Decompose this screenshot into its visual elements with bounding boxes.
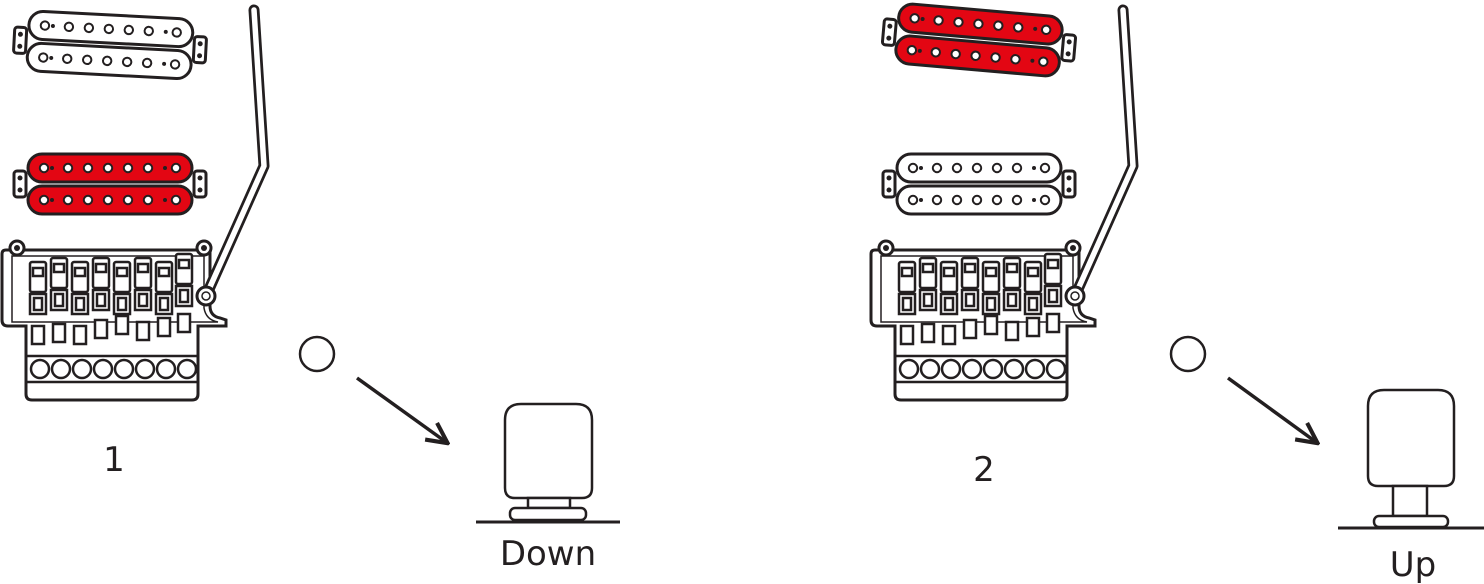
bridge-pickup [14,154,206,214]
switch-position-dot [1169,335,1207,373]
switch-position-label: Down [500,534,596,574]
panel-number: 1 [103,440,125,480]
toggle-switch-down [476,402,620,524]
neck-pickup [881,2,1077,79]
bridge-tremolo [0,239,228,402]
arrow [355,376,446,442]
switch-position-dot [298,335,336,373]
panel-number: 2 [973,450,995,490]
arrow [1226,376,1316,442]
switch-position-label: Up [1390,545,1436,584]
bridge-pickup [883,154,1075,214]
panel-2: 2 Up [869,2,1484,584]
bridge-tremolo [869,239,1097,402]
toggle-switch-up [1338,388,1484,530]
neck-pickup [13,10,208,80]
panel-1: 1 Down [0,10,620,574]
